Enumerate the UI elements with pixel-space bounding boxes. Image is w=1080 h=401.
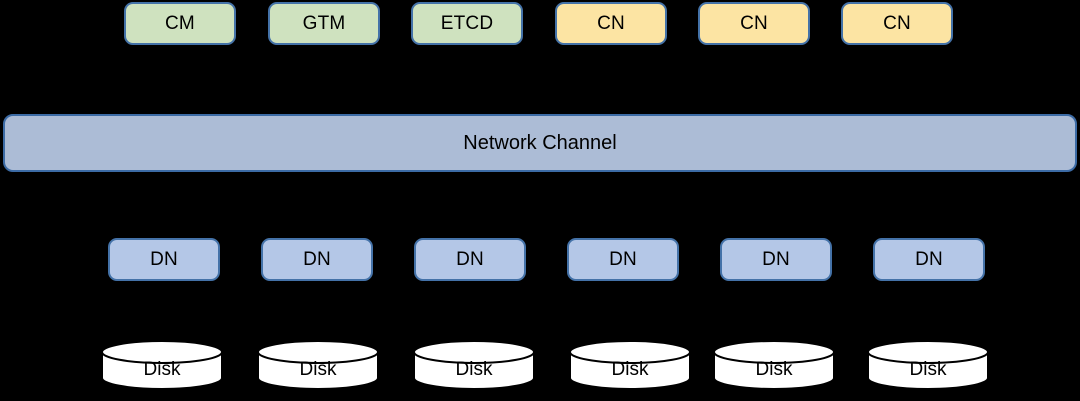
disk-cylinder-2: Disk [412, 340, 536, 390]
disk-label: Disk [143, 358, 181, 380]
node-dn-2: DN [414, 238, 526, 281]
node-dn-3: DN [567, 238, 679, 281]
node-cn-4: CN [698, 2, 810, 45]
disk-label: Disk [755, 358, 793, 380]
node-label: DN [150, 249, 178, 270]
node-cn-3: CN [555, 2, 667, 45]
disk-cylinder-1: Disk [256, 340, 380, 390]
node-label: DN [456, 249, 484, 270]
node-label: CN [740, 13, 768, 34]
disk-label: Disk [455, 358, 493, 380]
node-cn-5: CN [841, 2, 953, 45]
node-cm-0: CM [124, 2, 236, 45]
disk-label: Disk [611, 358, 649, 380]
disk-label: Disk [909, 358, 947, 380]
node-dn-1: DN [261, 238, 373, 281]
node-dn-4: DN [720, 238, 832, 281]
node-label: DN [915, 249, 943, 270]
node-etcd-2: ETCD [411, 2, 523, 45]
disk-label: Disk [299, 358, 337, 380]
node-label: DN [609, 249, 637, 270]
node-dn-0: DN [108, 238, 220, 281]
node-gtm-1: GTM [268, 2, 380, 45]
node-label: CM [165, 13, 195, 34]
node-dn-5: DN [873, 238, 985, 281]
disk-cylinder-4: Disk [712, 340, 836, 390]
disk-cylinder-3: Disk [568, 340, 692, 390]
network-channel-label: Network Channel [463, 131, 617, 154]
node-label: CN [883, 13, 911, 34]
node-label: CN [597, 13, 625, 34]
node-label: DN [762, 249, 790, 270]
node-label: ETCD [440, 13, 494, 34]
disk-cylinder-0: Disk [100, 340, 224, 390]
disk-cylinder-5: Disk [866, 340, 990, 390]
node-label: DN [303, 249, 331, 270]
node-label: GTM [302, 13, 346, 34]
network-channel-bar: Network Channel [3, 114, 1077, 172]
